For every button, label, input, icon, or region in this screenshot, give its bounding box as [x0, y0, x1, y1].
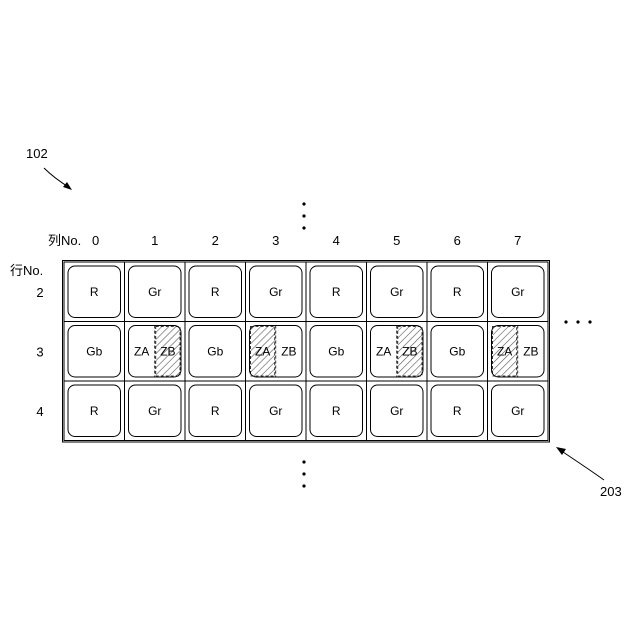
pixel-cell: Gb — [427, 322, 488, 382]
col-label: 7 — [514, 233, 521, 248]
pixel-color-label: Gr — [511, 285, 524, 299]
pixel-cell: Gb — [306, 322, 367, 382]
pixel-cell: Gr — [488, 381, 549, 441]
row-label: 4 — [36, 404, 43, 419]
col-label: 4 — [333, 233, 340, 248]
col-label: 3 — [272, 233, 279, 248]
pixel-cell: Gr — [125, 262, 186, 322]
ellipsis-top — [302, 202, 305, 229]
ref-label-203: 203 — [600, 484, 622, 499]
pixel-color-label: R — [332, 404, 341, 418]
subpixel-label-a: ZA — [497, 344, 512, 358]
row-header-labels: 2 3 4 — [36, 285, 43, 419]
subpixel-label-a: ZA — [134, 344, 149, 358]
pixel-color-label: R — [453, 404, 462, 418]
pixel-cell: Gr — [488, 262, 549, 322]
row-label: 3 — [36, 344, 43, 359]
pixel-cell: Gr — [367, 262, 428, 322]
pixel-cell: Gr — [246, 381, 307, 441]
pixel-grid: RGrRGrRGrRGrGbZAZBGbZAZBGbZAZBGbZAZBRGrR… — [63, 261, 550, 443]
ref-arrow-203 — [560, 450, 604, 480]
pixel-color-label: Gb — [207, 344, 223, 358]
subpixel-label-b: ZB — [281, 344, 296, 358]
pixel-cell: R — [64, 381, 125, 441]
ellipsis-bottom — [302, 460, 305, 487]
ref-arrowhead-203 — [556, 447, 566, 455]
pixel-cell: R — [427, 381, 488, 441]
pixel-color-label: Gb — [449, 344, 465, 358]
row-label: 2 — [36, 285, 43, 300]
col-header-prefix: 列No. — [48, 233, 81, 248]
pixel-cell: Gr — [246, 262, 307, 322]
pixel-color-label: R — [90, 404, 99, 418]
col-label: 6 — [454, 233, 461, 248]
pixel-color-label: Gr — [511, 404, 524, 418]
pixel-cell: ZA ZB — [125, 322, 186, 382]
pixel-color-label: Gr — [390, 285, 403, 299]
col-label: 2 — [212, 233, 219, 248]
pixel-cell: Gr — [367, 381, 428, 441]
col-label: 0 — [92, 233, 99, 248]
pixel-color-label: Gr — [390, 404, 403, 418]
col-label: 5 — [393, 233, 400, 248]
pixel-cell: R — [306, 381, 367, 441]
pixel-cell: R — [64, 262, 125, 322]
subpixel-label-b: ZB — [402, 344, 417, 358]
pixel-color-label: Gb — [86, 344, 102, 358]
pixel-cell: R — [185, 262, 246, 322]
pixel-color-label: R — [332, 285, 341, 299]
col-header-labels: 0 1 2 3 4 5 6 7 — [92, 233, 521, 248]
subpixel-label-a: ZA — [255, 344, 270, 358]
pixel-cell: ZA ZB — [246, 322, 307, 382]
pixel-color-label: Gr — [269, 404, 282, 418]
ref-arrowhead-102 — [63, 182, 72, 190]
pixel-color-label: Gr — [269, 285, 282, 299]
row-header-title: 行No. — [10, 263, 43, 278]
ref-label-102: 102 — [26, 146, 48, 161]
col-label: 1 — [151, 233, 158, 248]
subpixel-label-b: ZB — [160, 344, 175, 358]
pixel-cell: R — [306, 262, 367, 322]
pixel-cell: Gb — [64, 322, 125, 382]
pixel-color-label: R — [90, 285, 99, 299]
pixel-cell: Gr — [125, 381, 186, 441]
pixel-cell: R — [185, 381, 246, 441]
pixel-color-label: Gb — [328, 344, 344, 358]
pixel-cell: ZA ZB — [367, 322, 428, 382]
pixel-color-label: R — [211, 285, 220, 299]
pixel-cell: R — [427, 262, 488, 322]
pixel-color-label: R — [453, 285, 462, 299]
ellipsis-right — [564, 320, 591, 323]
pixel-color-label: R — [211, 404, 220, 418]
pixel-color-label: Gr — [148, 404, 161, 418]
pixel-cell: Gb — [185, 322, 246, 382]
subpixel-label-b: ZB — [523, 344, 538, 358]
pixel-cell: ZA ZB — [488, 322, 549, 382]
pixel-color-label: Gr — [148, 285, 161, 299]
subpixel-label-a: ZA — [376, 344, 391, 358]
